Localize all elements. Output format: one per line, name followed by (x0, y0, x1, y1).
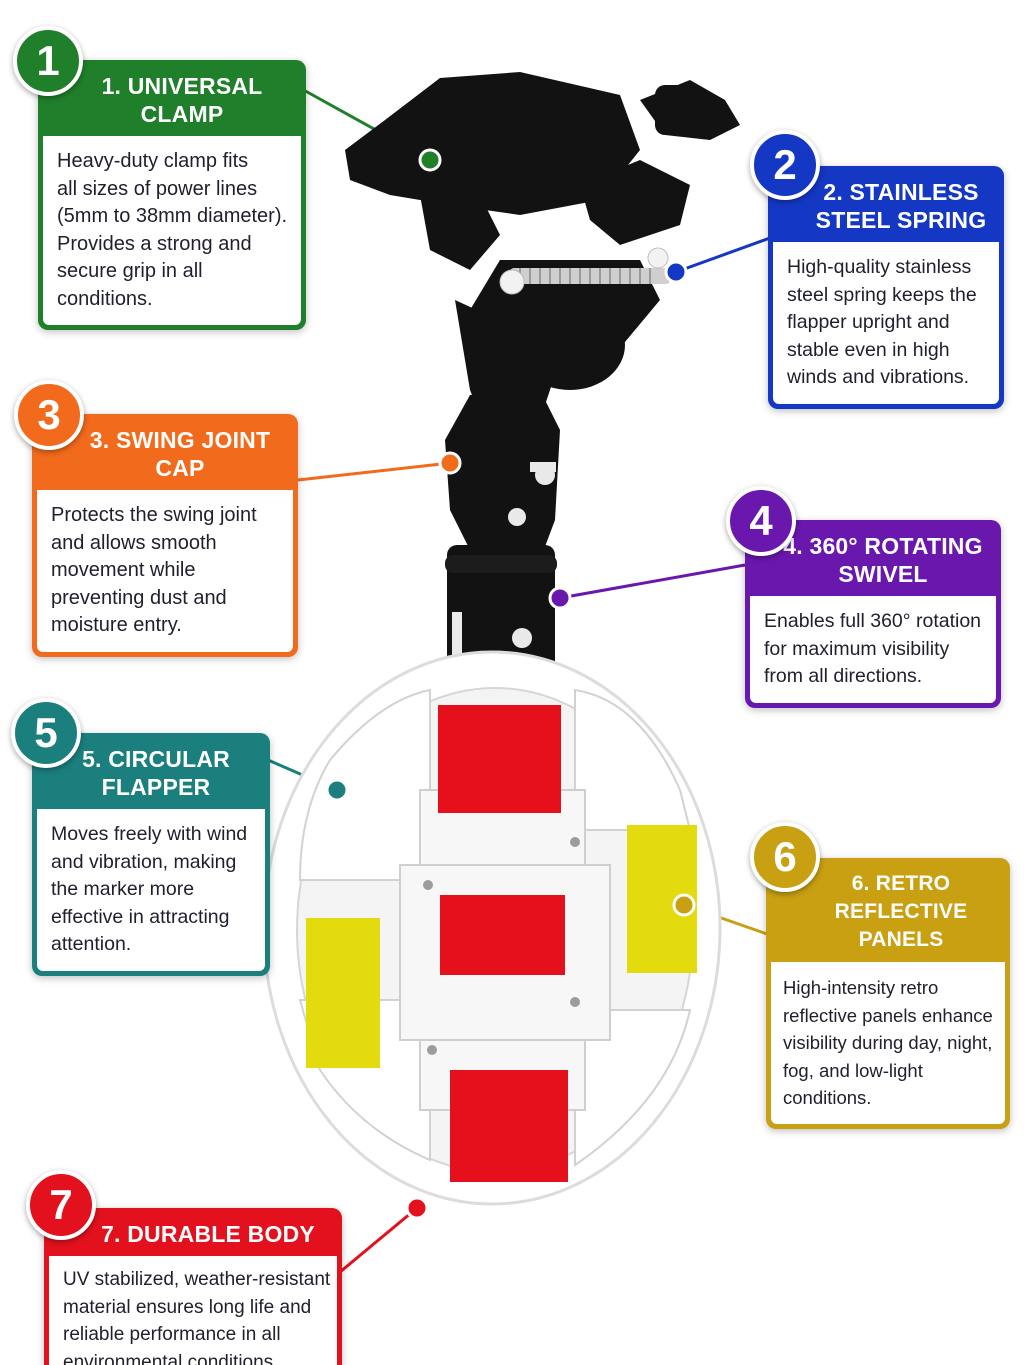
body-line: conditions. (57, 287, 153, 310)
body-line: flapper upright and (787, 311, 950, 333)
card-circular-flapper: 5. CIRCULAR FLAPPER Moves freely with wi… (32, 733, 270, 976)
body-line: secure grip in all (57, 260, 203, 282)
card-retro-reflective-panels: 6. RETRO REFLECTIVE PANELS High-intensit… (766, 858, 1010, 1129)
badge-number-7: 7 (26, 1170, 96, 1240)
body-line: and allows smooth (51, 531, 217, 554)
body-line: Protects the swing joint (51, 504, 257, 526)
card-description: Enables full 360° rotation for maximum v… (750, 596, 996, 703)
body-line: conditions. (783, 1087, 872, 1108)
title-line: SWIVEL (838, 561, 928, 587)
title-line: 1. UNIVERSAL CLAMP (101, 73, 263, 127)
title-line: 5. CIRCULAR (82, 746, 230, 772)
card-description: UV stabilized, weather-resistant materia… (49, 1256, 337, 1365)
card-title: 3. SWING JOINT CAP (32, 414, 298, 490)
swing-joint (445, 390, 560, 560)
body-line: attention. (51, 933, 132, 955)
body-line: environmental conditions. (63, 1351, 279, 1365)
body-line: visibility during day, night, (783, 1032, 993, 1053)
circular-flapper (262, 650, 722, 1206)
body-line: Enables full 360° rotation (764, 610, 982, 632)
title-line: 4. 360° ROTATING (783, 533, 983, 559)
body-line: steel spring keeps the (787, 283, 977, 306)
title-line: FLAPPER (101, 774, 211, 800)
body-line: moisture entry. (51, 614, 182, 636)
title-line: STEEL SPRING (815, 207, 987, 233)
card-description: Heavy-duty clamp fits all sizes of power… (43, 136, 301, 325)
leader-line-swing-cap (297, 461, 451, 482)
leader-dot-panels (672, 893, 696, 917)
card-title: 6. RETRO REFLECTIVE PANELS (766, 858, 1010, 962)
leader-dot-swing-cap (438, 451, 462, 475)
badge-number-5: 5 (11, 698, 81, 768)
card-durable-body: 7. DURABLE BODY UV stabilized, weather-r… (44, 1208, 342, 1365)
rotating-swivel (445, 545, 557, 677)
badge-number-6: 6 (750, 822, 820, 892)
body-line: and vibration, making (51, 850, 237, 873)
body-line: reflective panels enhance (783, 1004, 993, 1026)
body-line: all sizes of power lines (57, 177, 258, 200)
card-title: 7. DURABLE BODY (44, 1208, 342, 1256)
card-description: Moves freely with wind and vibration, ma… (37, 809, 265, 971)
title-line: 2. STAINLESS (823, 179, 979, 205)
card-description: High-quality stainless steel spring keep… (773, 242, 999, 404)
card-title: 2. STAINLESS STEEL SPRING (768, 166, 1004, 242)
body-line: movement while (51, 559, 196, 581)
body-line: preventing dust and (51, 586, 227, 609)
body-line: stable even in high (787, 338, 950, 361)
title-line: PANELS (858, 928, 944, 951)
title-line: 6. RETRO REFLECTIVE (834, 872, 968, 923)
card-description: Protects the swing joint and allows smoo… (37, 490, 293, 652)
universal-clamp (345, 72, 740, 440)
badge-number-3: 3 (14, 380, 84, 450)
title-line: 3. SWING JOINT CAP (89, 427, 271, 481)
body-line: UV stabilized, weather-resistant (63, 1269, 331, 1290)
card-description: High-intensity retro reflective panels e… (771, 962, 1005, 1124)
body-line: the marker more (51, 878, 195, 900)
leader-line-spring (675, 236, 771, 274)
body-line: Provides a strong and (57, 232, 252, 255)
body-line: Moves freely with wind (51, 823, 248, 845)
badge-number-1: 1 (13, 26, 83, 96)
card-title: 4. 360° ROTATING SWIVEL (745, 520, 1001, 596)
leader-dot-swivel (548, 586, 572, 610)
leader-dots (325, 148, 696, 1220)
leader-dot-spring (664, 260, 688, 284)
body-line: High-quality stainless (787, 256, 972, 278)
body-line: material ensures long life and (63, 1296, 312, 1318)
badge-number-4: 4 (726, 486, 796, 556)
card-swing-joint-cap: 3. SWING JOINT CAP Protects the swing jo… (32, 414, 298, 657)
card-rotating-swivel: 4. 360° ROTATING SWIVEL Enables full 360… (745, 520, 1001, 708)
body-line: (5mm to 38mm diameter). (57, 205, 288, 227)
body-line: winds and vibrations. (787, 366, 970, 388)
leader-dot-body (405, 1196, 429, 1220)
body-line: from all directions. (764, 665, 923, 687)
body-line: fog, and low-light (783, 1059, 923, 1081)
body-line: High-intensity retro (783, 977, 939, 998)
body-line: for maximum visibility (764, 637, 950, 660)
title-line: 7. DURABLE BODY (101, 1221, 315, 1247)
leader-line-body (339, 1206, 418, 1274)
steel-spring (499, 247, 670, 295)
card-stainless-steel-spring: 2. STAINLESS STEEL SPRING High-quality s… (768, 166, 1004, 409)
card-title: 1. UNIVERSAL CLAMP (38, 60, 306, 136)
card-universal-clamp: 1. UNIVERSAL CLAMP Heavy-duty clamp fits… (38, 60, 306, 330)
leader-dot-flapper (325, 778, 349, 802)
card-title: 5. CIRCULAR FLAPPER (32, 733, 270, 809)
body-line: Heavy-duty clamp fits (57, 150, 249, 172)
body-line: effective in attracting (51, 905, 230, 928)
badge-number-2: 2 (750, 130, 820, 200)
leader-dot-clamp (418, 148, 442, 172)
leader-line-swivel (559, 563, 746, 600)
body-line: reliable performance in all (63, 1324, 281, 1345)
